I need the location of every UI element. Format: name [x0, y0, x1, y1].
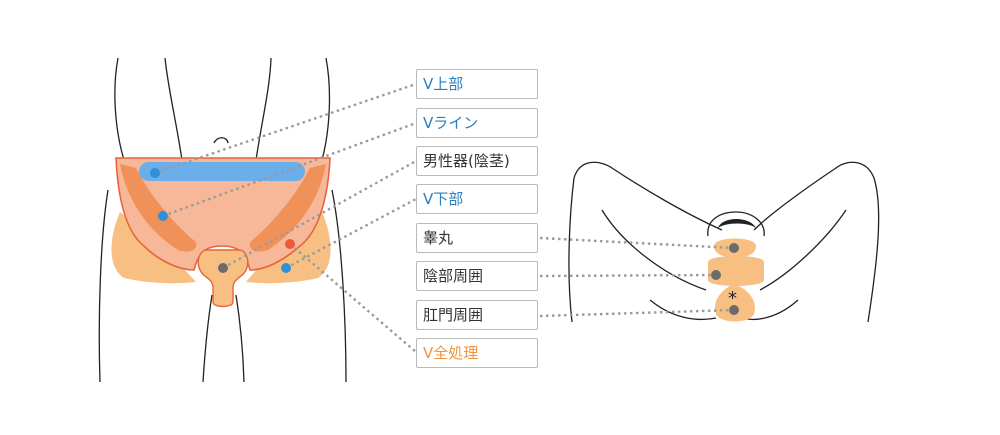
dot-male-genital [218, 263, 228, 273]
connector-v-lower [285, 197, 417, 270]
label-v-line: Vライン [416, 108, 538, 138]
dot-v-lower [281, 263, 291, 273]
right-thigh-inner [759, 209, 847, 291]
v-upper-bar [139, 162, 305, 181]
label-v-lower: V下部 [416, 184, 538, 214]
connector-perineum [539, 273, 717, 278]
connector-v-full [289, 243, 417, 353]
dot-testicles [729, 243, 739, 253]
label-male-genital: 男性器(陰茎) [416, 146, 538, 176]
connector-v-upper [154, 82, 417, 175]
genital-shape [197, 249, 249, 308]
connector-male-genital [222, 159, 417, 270]
left-buttock [649, 299, 717, 321]
left-leg-outer [98, 189, 109, 383]
right-leg-inner [235, 294, 245, 383]
dot-perineum [711, 270, 721, 280]
right-thigh-outer [753, 161, 880, 323]
scrotum-dark [718, 219, 756, 228]
label-v-upper: V上部 [416, 69, 538, 99]
v-line-right-area [249, 164, 326, 252]
left-torso-outline [164, 57, 183, 161]
navel [213, 137, 229, 144]
label-perineum-area: 陰部周囲 [416, 261, 538, 291]
right-arm-outline [321, 57, 331, 161]
connector-lines [154, 82, 735, 353]
dot-v-full [285, 239, 295, 249]
scrotum-top-outline [707, 211, 765, 237]
right-torso-outline [255, 57, 272, 161]
right-leg-outer [331, 189, 347, 383]
left-thigh-outer [568, 161, 723, 323]
left-arm-outline [114, 57, 125, 161]
dot-anal [729, 305, 739, 315]
perineum-region [708, 256, 764, 286]
label-testicles: 睾丸 [416, 223, 538, 253]
dot-v-upper [150, 168, 160, 178]
anal-region [714, 284, 756, 322]
connector-anal [539, 308, 735, 318]
front-body-figure [98, 57, 347, 383]
v-line-left-area [120, 164, 197, 252]
left-thigh-inner [601, 209, 707, 291]
label-anal-area: 肛門周囲 [416, 300, 538, 330]
dot-v-line [158, 211, 168, 221]
connector-testicles [539, 236, 735, 250]
anus-mark: * [728, 288, 737, 309]
label-v-full: V全処理 [416, 338, 538, 368]
left-leg-inner [202, 294, 213, 383]
